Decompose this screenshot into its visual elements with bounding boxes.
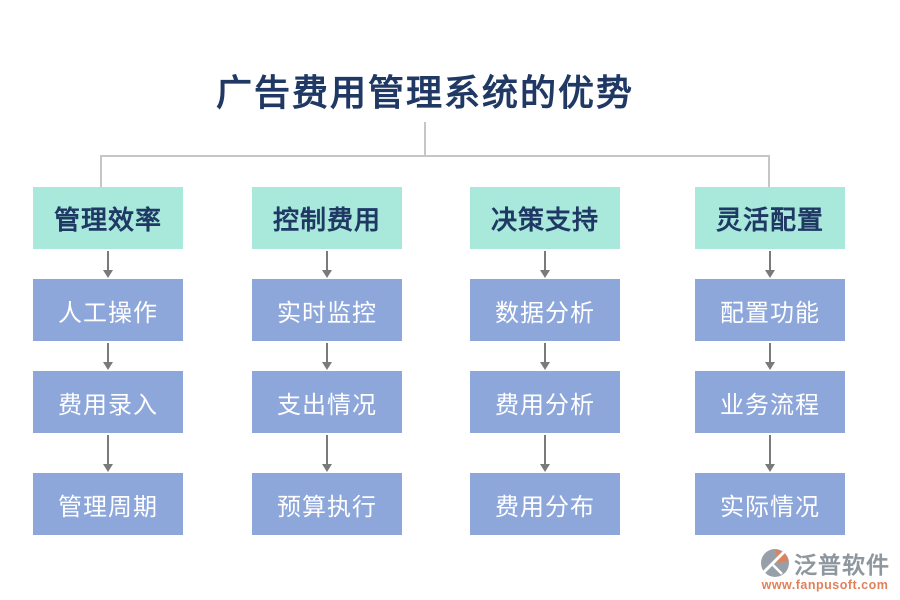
down-arrow-icon — [101, 249, 115, 279]
column-decision-support: 决策支持 数据分析 费用分析 费用分布 — [470, 187, 620, 535]
item-box-data-analysis: 数据分析 — [470, 279, 620, 341]
connector-title-stem — [424, 122, 426, 156]
down-arrow-icon — [538, 249, 552, 279]
brand-url: www.fanpusoft.com — [761, 578, 889, 592]
down-arrow-icon — [320, 341, 334, 371]
down-arrow-icon — [320, 249, 334, 279]
item-box-expense-entry: 费用录入 — [33, 371, 183, 433]
down-arrow-icon — [538, 341, 552, 371]
down-arrow-icon — [538, 433, 552, 473]
header-box-decision-support: 决策支持 — [470, 187, 620, 249]
column-cost-control: 控制费用 实时监控 支出情况 预算执行 — [252, 187, 402, 535]
item-box-actual-situation: 实际情况 — [695, 473, 845, 535]
fanpu-logo-icon — [761, 549, 789, 577]
connector-drop-left — [100, 155, 102, 187]
down-arrow-icon — [763, 341, 777, 371]
brand-name: 泛普软件 — [794, 552, 890, 578]
item-box-expenditure-status: 支出情况 — [252, 371, 402, 433]
down-arrow-icon — [763, 433, 777, 473]
item-box-expense-analysis: 费用分析 — [470, 371, 620, 433]
brand-watermark: 泛普软件 www.fanpusoft.com — [760, 546, 890, 592]
item-box-expense-distribution: 费用分布 — [470, 473, 620, 535]
item-box-realtime-monitoring: 实时监控 — [252, 279, 402, 341]
down-arrow-icon — [763, 249, 777, 279]
down-arrow-icon — [101, 433, 115, 473]
item-box-business-process: 业务流程 — [695, 371, 845, 433]
connector-drop-right — [768, 155, 770, 187]
down-arrow-icon — [320, 433, 334, 473]
header-box-flexible-config: 灵活配置 — [695, 187, 845, 249]
column-management-efficiency: 管理效率 人工操作 费用录入 管理周期 — [33, 187, 183, 535]
item-box-management-cycle: 管理周期 — [33, 473, 183, 535]
column-flexible-config: 灵活配置 配置功能 业务流程 实际情况 — [695, 187, 845, 535]
item-box-budget-execution: 预算执行 — [252, 473, 402, 535]
header-box-management-efficiency: 管理效率 — [33, 187, 183, 249]
item-box-config-functions: 配置功能 — [695, 279, 845, 341]
page-title: 广告费用管理系统的优势 — [215, 73, 634, 113]
item-box-manual-operation: 人工操作 — [33, 279, 183, 341]
down-arrow-icon — [101, 341, 115, 371]
connector-horizontal-bar — [100, 155, 770, 157]
header-box-cost-control: 控制费用 — [252, 187, 402, 249]
